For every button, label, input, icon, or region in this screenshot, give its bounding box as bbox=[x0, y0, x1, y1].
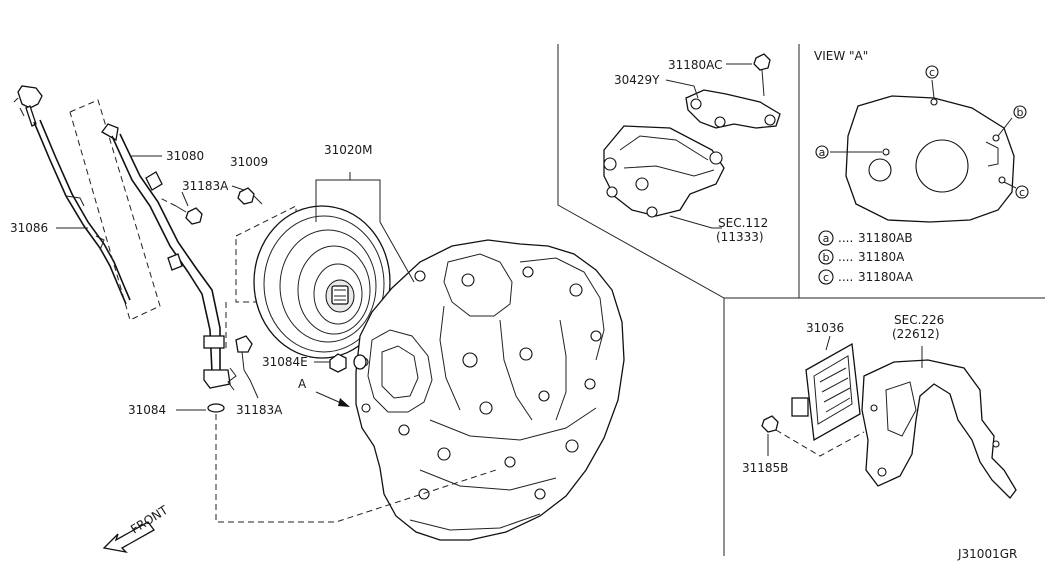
labels: 31086 31080 31009 31183A 31020M 31084E A… bbox=[10, 49, 1025, 561]
view-marker-a: a bbox=[819, 146, 826, 159]
transmission-case bbox=[355, 239, 625, 541]
torque-converter-31020M bbox=[235, 205, 391, 359]
dipstick-tube-31080 bbox=[101, 123, 231, 389]
view-marker-b: b bbox=[1017, 106, 1024, 119]
panel-borders bbox=[557, 44, 1045, 556]
label-sec112: SEC.112 bbox=[718, 216, 768, 230]
label-31086: 31086 bbox=[10, 221, 48, 235]
label-30429Y: 30429Y bbox=[614, 73, 660, 87]
bolt-31183A-bottom bbox=[227, 335, 253, 391]
arrow-front bbox=[102, 521, 155, 554]
legend-dots-c: .... bbox=[838, 270, 853, 284]
legend-part-a: 31180AB bbox=[858, 231, 913, 245]
tcm-bracket-sec226 bbox=[861, 359, 1017, 499]
upper-right-leaders bbox=[665, 63, 752, 229]
legend-dots-b: .... bbox=[838, 250, 853, 264]
label-31185B: 31185B bbox=[742, 461, 788, 475]
plug-31084E bbox=[329, 353, 367, 373]
bolt-31180AC bbox=[753, 53, 771, 97]
legend-part-b: 31180A bbox=[858, 250, 905, 264]
legend-dots-a: .... bbox=[838, 231, 853, 245]
dipstick-guard-dashed bbox=[69, 99, 161, 321]
leader-lines bbox=[56, 155, 497, 523]
legend-key-a: a bbox=[823, 232, 830, 245]
legend-circles bbox=[818, 230, 834, 285]
view-marker-c-top: c bbox=[929, 66, 935, 79]
legend-key-b: b bbox=[823, 251, 830, 264]
lower-right-leaders bbox=[767, 335, 923, 456]
label-sec226-sub: (22612) bbox=[892, 327, 940, 341]
dipstick-31086 bbox=[13, 85, 131, 305]
label-view-a-pointer: A bbox=[298, 377, 307, 391]
bolt-31009 bbox=[237, 187, 263, 205]
label-31084E: 31084E bbox=[262, 355, 308, 369]
tcm-unit-31036 bbox=[791, 342, 861, 442]
label-sec226: SEC.226 bbox=[894, 313, 944, 327]
engine-mount-bracket bbox=[603, 125, 725, 218]
view-a-gasket bbox=[845, 95, 1015, 223]
label-31180AC: 31180AC bbox=[668, 58, 723, 72]
label-31080: 31080 bbox=[166, 149, 204, 163]
nut-31185B bbox=[761, 415, 865, 457]
arrow-view-a bbox=[315, 391, 350, 407]
label-sec112-sub: (11333) bbox=[716, 230, 764, 244]
label-31183A-top: 31183A bbox=[182, 179, 229, 193]
label-31036: 31036 bbox=[806, 321, 844, 335]
mount-bracket-30429Y bbox=[685, 89, 781, 129]
label-view-a: VIEW "A" bbox=[814, 49, 868, 63]
view-marker-c-right: c bbox=[1019, 186, 1025, 199]
bolt-31183A-top bbox=[159, 197, 203, 225]
label-31084: 31084 bbox=[128, 403, 166, 417]
view-a-markers bbox=[815, 65, 1029, 199]
label-31183A-bottom: 31183A bbox=[236, 403, 283, 417]
o-ring-31084 bbox=[207, 403, 225, 413]
label-31020M: 31020M bbox=[324, 143, 373, 157]
legend-part-c: 31180AA bbox=[858, 270, 914, 284]
label-31009: 31009 bbox=[230, 155, 268, 169]
legend-key-c: c bbox=[823, 271, 829, 284]
diagram-code: J31001GR bbox=[957, 547, 1017, 561]
